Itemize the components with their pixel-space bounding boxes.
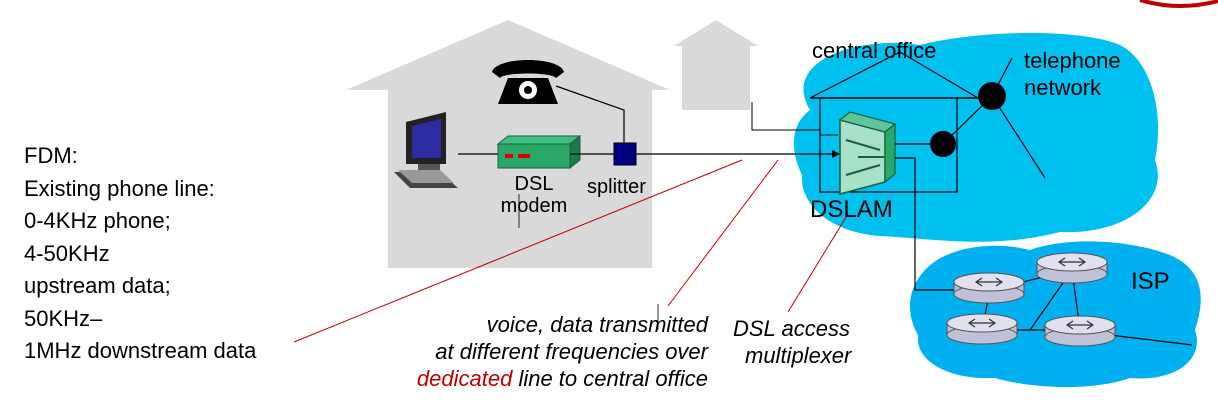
dsl-modem-device [496, 134, 582, 170]
computer-icon [394, 112, 458, 188]
dsl-modem-label: DSL modem [498, 173, 570, 217]
dslam-annotation-line [787, 213, 849, 313]
transmission-caption: voice, data transmitted at different fre… [340, 311, 708, 392]
fdm-description: FDM: Existing phone line: 0-4KHz phone; … [24, 140, 256, 368]
fdm-line: 50KHz– [24, 305, 103, 331]
fdm-line: 4-50KHz [24, 240, 110, 266]
fdm-line: upstream data; [24, 273, 171, 298]
telephone-switch-node [978, 82, 1006, 110]
caption-line-3-rest: line to central office [512, 366, 708, 391]
isp-router-1 [953, 272, 1025, 304]
dedicated-highlight: dedicated [416, 366, 513, 391]
dsl-modem-line-1: DSL [514, 173, 554, 195]
caption-line-3: dedicated line to central office [340, 365, 708, 392]
telephone-icon [492, 60, 564, 104]
dsl-access-line-2: multiplexer [745, 343, 852, 368]
fdm-line: 0-4KHz phone; [24, 208, 171, 233]
central-office-cloud [793, 32, 1159, 242]
fdm-line: 1MHz downstream data [24, 338, 257, 363]
telephone-network-line-2: network [1024, 75, 1102, 100]
central-office-box [819, 97, 958, 193]
fdm-line: FDM: [24, 143, 78, 168]
isp-router-3 [946, 313, 1018, 345]
isp-router-4 [1044, 315, 1116, 347]
central-office-label: central office [812, 38, 937, 63]
dsl-access-line-1: DSL access [733, 316, 850, 341]
caption-annotation-line [667, 159, 779, 307]
telephone-network-label: telephone network [1024, 47, 1121, 101]
isp-label: ISP [1131, 268, 1170, 295]
dsl-access-multiplexer-label: DSL access multiplexer [733, 315, 851, 369]
telephone-network-line-1: telephone [1024, 48, 1121, 73]
co-switch-node [930, 131, 956, 157]
dslam-label: DSLAM [810, 196, 893, 223]
caption-line-2: at different frequencies over [435, 339, 708, 364]
fdm-line: Existing phone line: [24, 175, 215, 201]
isp-router-2 [1036, 252, 1108, 284]
small-house [674, 20, 758, 110]
dslam-device [838, 111, 897, 195]
fdm-annotation-line [293, 159, 743, 343]
splitter-box [613, 142, 637, 166]
red-mark [1139, 0, 1218, 8]
dsl-modem-line-2: modem [500, 195, 568, 217]
splitter-label: splitter [587, 176, 646, 198]
caption-line-1: voice, data transmitted [486, 312, 708, 337]
